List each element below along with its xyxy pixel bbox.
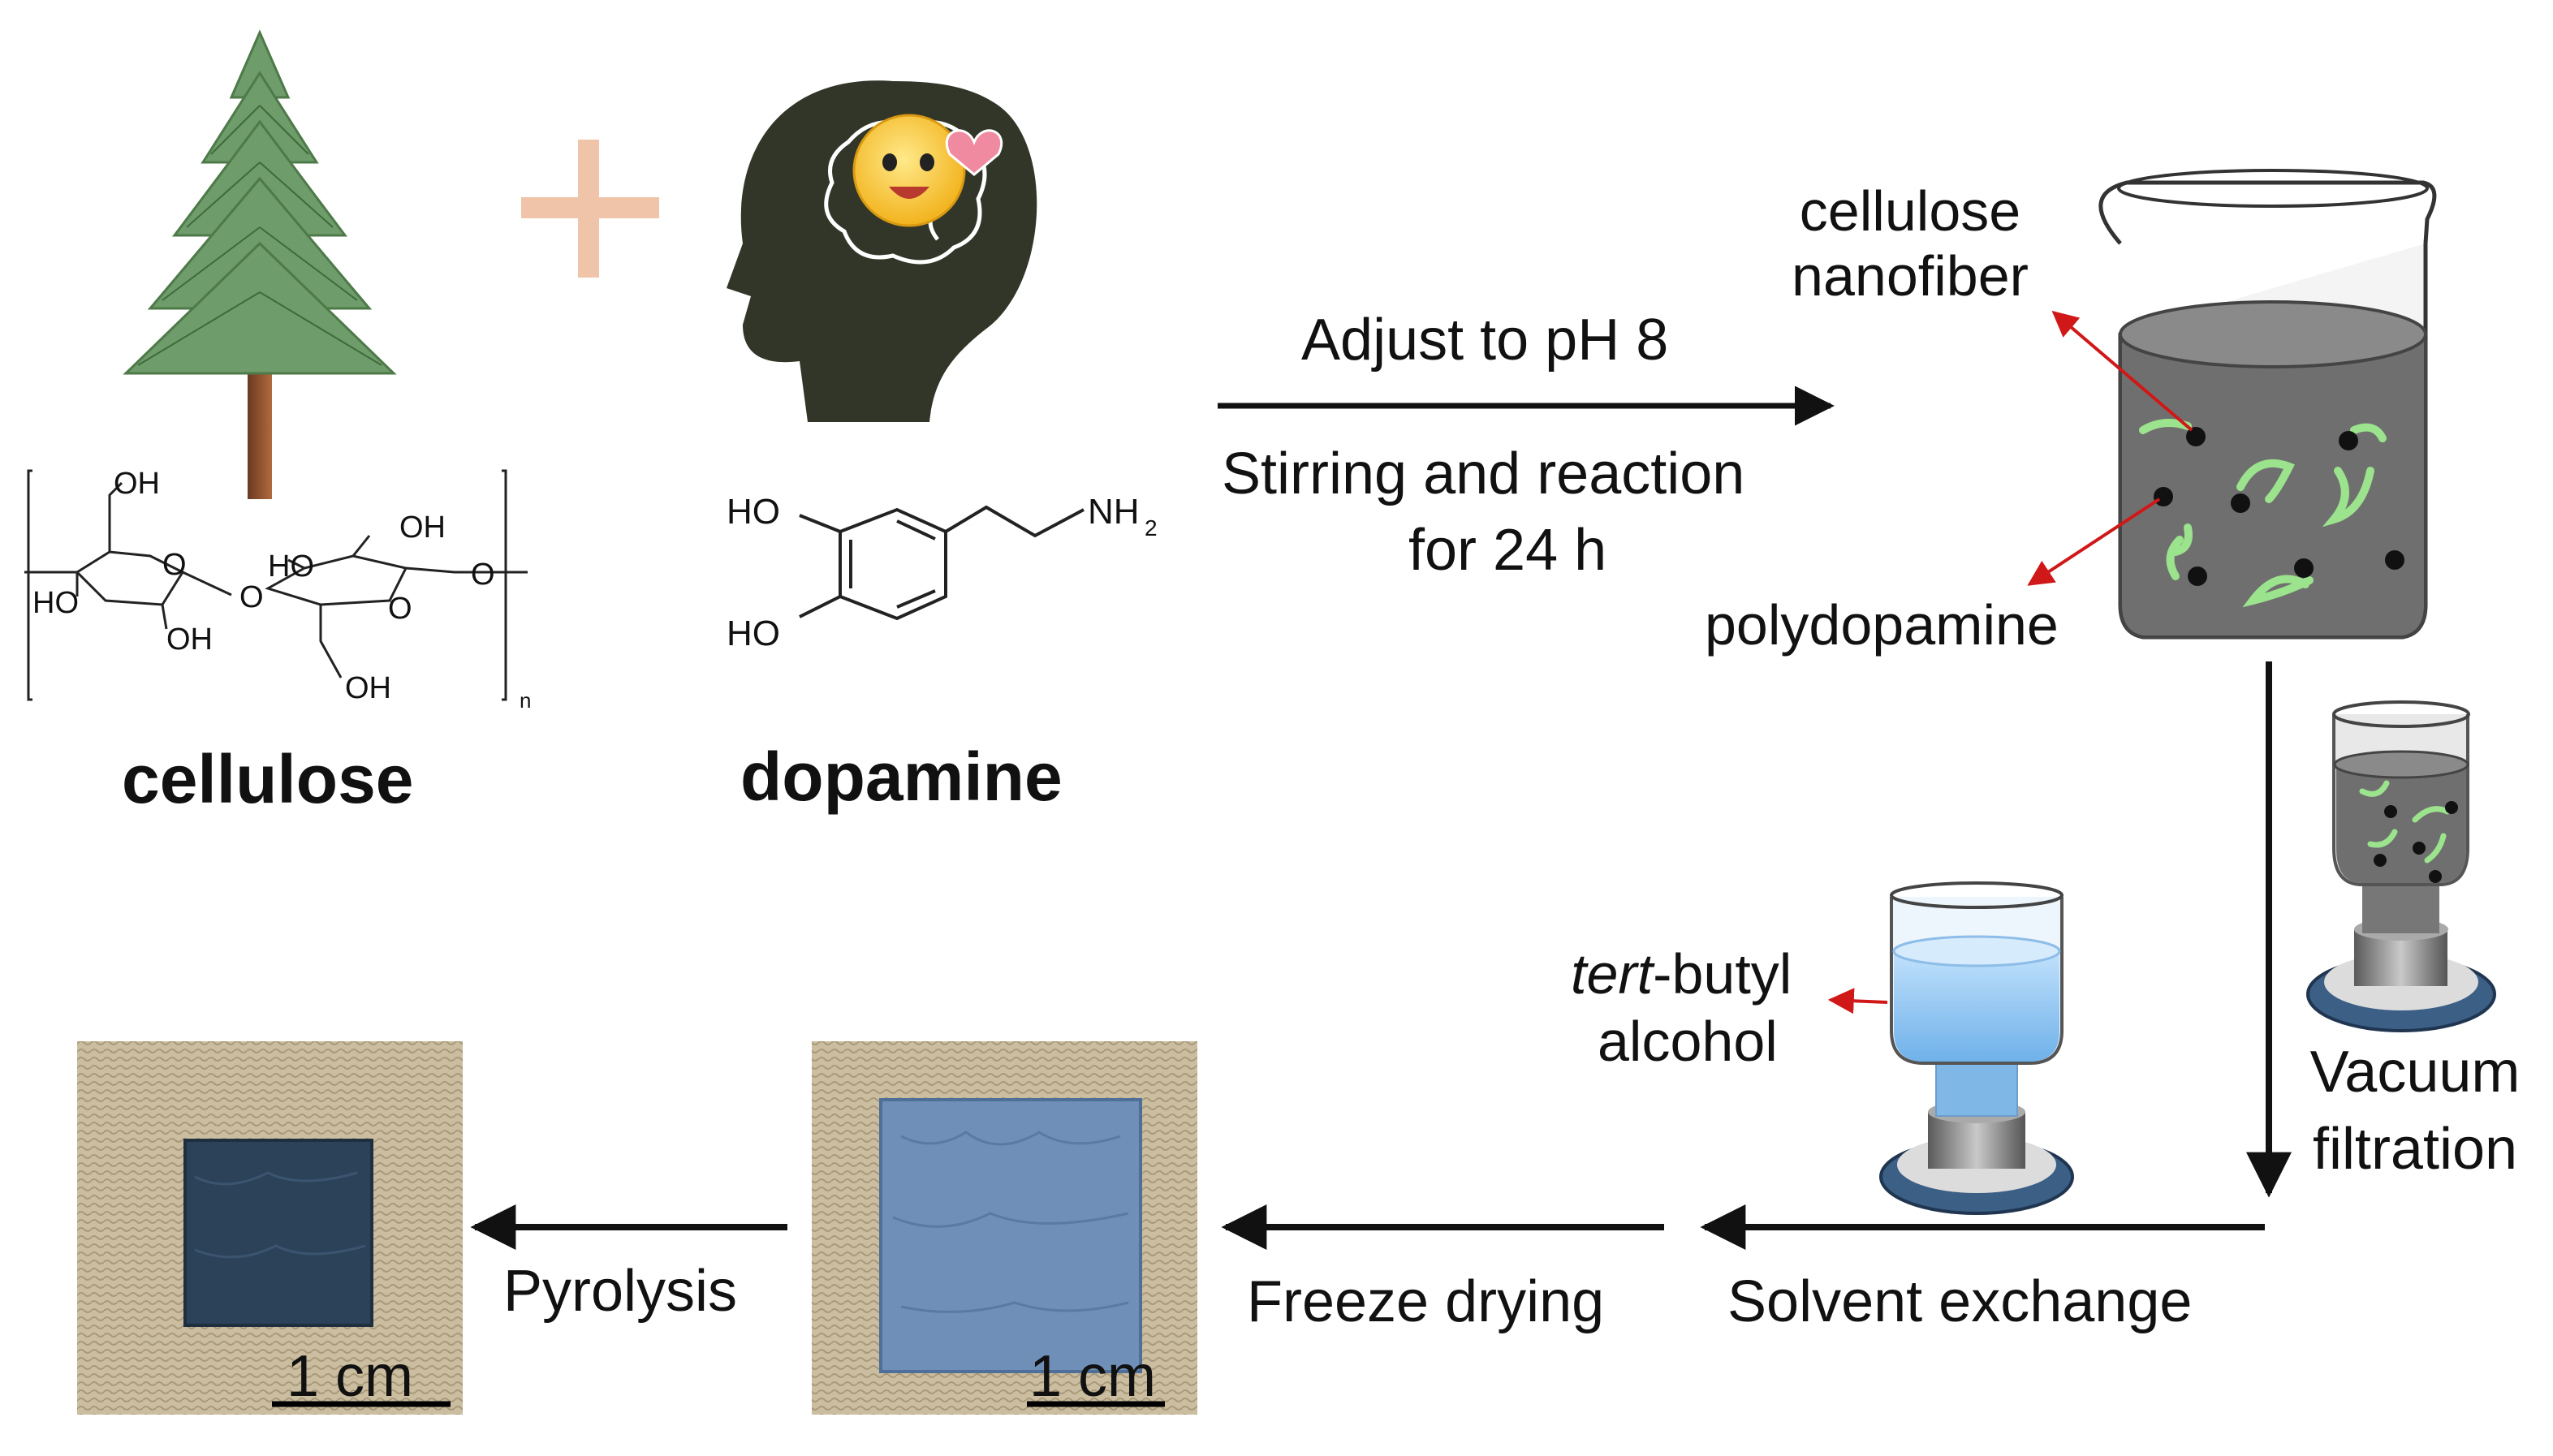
aerogel-photo [812, 1041, 1197, 1415]
cellulose-structure [24, 469, 528, 701]
polydopamine-pointer [2027, 498, 2161, 586]
cellulose-repeat-n: n [520, 688, 531, 713]
reaction-condition-time: for 24 h [1408, 518, 1607, 583]
reaction-condition-stirring: Stirring and reaction [1222, 442, 1745, 506]
polydopamine-label: polydopamine [1705, 593, 2059, 657]
cellulose-oh-2: OH [166, 622, 213, 657]
beaker-icon [2098, 169, 2437, 640]
plus-icon [521, 140, 659, 278]
cellulose-labels: OH HO OH HO OH OH O O O O n [32, 467, 531, 713]
dopamine-amine: NH [1088, 492, 1140, 532]
solvent-pointer [1827, 988, 1888, 1014]
tree-icon [123, 29, 397, 499]
solvent-label-2: alcohol [1598, 1010, 1778, 1073]
cellulose-oh-1: OH [114, 467, 160, 501]
freeze-drying-label: Freeze drying [1247, 1269, 1605, 1334]
nanofiber-label-1: cellulose [1799, 179, 2021, 243]
dopamine-ho-1: HO [727, 492, 780, 532]
cellulose-label: cellulose [122, 741, 414, 817]
cellulose-o-bridge: O [239, 580, 264, 614]
scale-bar-label-aerogel: 1 cm [1029, 1344, 1157, 1409]
cellulose-oh-3: OH [399, 510, 446, 545]
filtration-icon [2306, 700, 2496, 1032]
dopamine-ho-2: HO [727, 614, 780, 653]
carbon-photo [77, 1041, 463, 1415]
solvent-exchange-label: Solvent exchange [1727, 1269, 2193, 1334]
dopamine-label: dopamine [740, 739, 1063, 815]
cellulose-o-ring-1: O [162, 548, 187, 582]
reaction-condition-ph: Adjust to pH 8 [1301, 308, 1669, 373]
filtration-label-1: Vacuum [2309, 1040, 2521, 1105]
dopamine-structure [799, 505, 1085, 621]
filtration-label-2: filtration [2312, 1117, 2518, 1182]
dopamine-amine-subscript: 2 [1145, 515, 1158, 541]
cellulose-ho-2: HO [268, 549, 314, 584]
solvent-label-italic: tert [1571, 942, 1654, 1006]
cellulose-oh-4: OH [345, 671, 391, 705]
cellulose-o-end: O [471, 558, 495, 592]
solvent-label-1: tert-butyl [1571, 946, 1792, 1002]
scale-bar-label-carbon: 1 cm [287, 1344, 414, 1409]
pyrolysis-label: Pyrolysis [503, 1259, 738, 1324]
nanofiber-label-2: nanofiber [1792, 244, 2029, 308]
nanofiber-pointer [2051, 310, 2193, 432]
cellulose-ho-1: HO [32, 586, 79, 620]
head-icon [727, 80, 1037, 423]
dopamine-labels: HO HO NH 2 [727, 492, 1158, 653]
solvent-beaker-icon [1879, 881, 2074, 1215]
cellulose-o-ring-2: O [388, 592, 412, 626]
solvent-label-rest: -butyl [1653, 942, 1792, 1006]
